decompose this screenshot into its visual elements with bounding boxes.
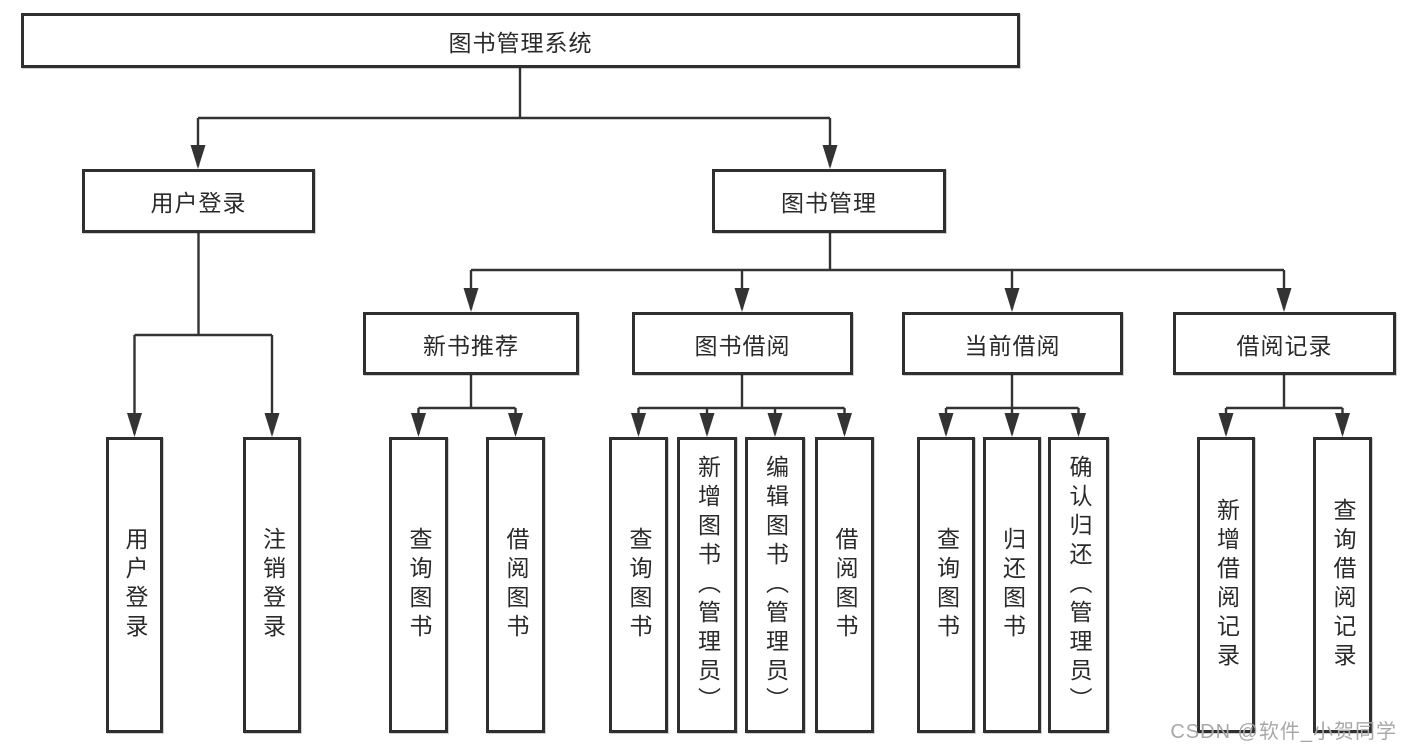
node-label: 图书借阅 — [694, 332, 791, 359]
node-user-login-branch: 用户登录 — [82, 169, 315, 233]
leaf-label: 查询图书 — [406, 527, 432, 643]
leaf-label: 用户登录 — [122, 527, 148, 643]
leaf-label: 借阅图书 — [503, 527, 529, 643]
leaf-query-borrow-record: 查询借阅记录 — [1313, 437, 1372, 733]
leaf-query-books-borrowing: 查询图书 — [609, 437, 668, 733]
leaf-query-books-recommend: 查询图书 — [389, 437, 448, 733]
node-label: 用户登录 — [150, 190, 247, 216]
leaf-borrow-books: 借阅图书 — [815, 437, 874, 733]
node-current-borrowing: 当前借阅 — [902, 312, 1123, 375]
connector-path — [133, 68, 1344, 434]
leaf-add-book-admin: 新增图书（管理员） — [677, 437, 737, 733]
leaf-confirm-return-admin: 确认归还（管理员） — [1048, 437, 1109, 733]
leaf-edit-book-admin: 编辑图书（管理员） — [745, 437, 805, 733]
leaf-label: 确认归还（管理员） — [1066, 454, 1092, 716]
node-label: 当前借阅 — [964, 332, 1061, 359]
node-label: 图书管理 — [781, 190, 877, 216]
leaf-query-books-current: 查询图书 — [917, 437, 975, 733]
leaf-return-book: 归还图书 — [983, 437, 1041, 733]
leaf-label: 借阅图书 — [832, 527, 858, 643]
leaf-label: 查询图书 — [626, 527, 652, 643]
leaf-label: 编辑图书（管理员） — [762, 454, 789, 716]
node-book-borrowing: 图书借阅 — [632, 312, 853, 375]
leaf-label: 查询借阅记录 — [1330, 498, 1356, 672]
node-label: 借阅记录 — [1236, 332, 1333, 359]
leaf-label: 查询图书 — [933, 527, 960, 643]
leaf-label: 归还图书 — [999, 527, 1026, 643]
node-label: 新书推荐 — [423, 332, 519, 359]
leaf-label: 新增借阅记录 — [1213, 498, 1240, 672]
node-new-book-recommend: 新书推荐 — [363, 312, 579, 375]
leaf-label: 新增图书（管理员） — [694, 454, 721, 716]
node-root-label: 图书管理系统 — [448, 29, 593, 56]
node-book-management-branch: 图书管理 — [712, 169, 946, 233]
node-borrowing-records: 借阅记录 — [1173, 312, 1396, 375]
arrowhead-icons — [127, 145, 1350, 437]
leaf-logout: 注销登录 — [243, 437, 301, 733]
leaf-label: 注销登录 — [259, 527, 286, 643]
leaf-add-borrow-record: 新增借阅记录 — [1197, 437, 1255, 733]
leaf-user-login: 用户登录 — [106, 437, 163, 733]
node-root-library-system: 图书管理系统 — [21, 13, 1020, 68]
leaf-borrow-books-recommend: 借阅图书 — [486, 437, 545, 733]
csdn-watermark: CSDN @软件_小贺同学 — [1170, 721, 1397, 743]
